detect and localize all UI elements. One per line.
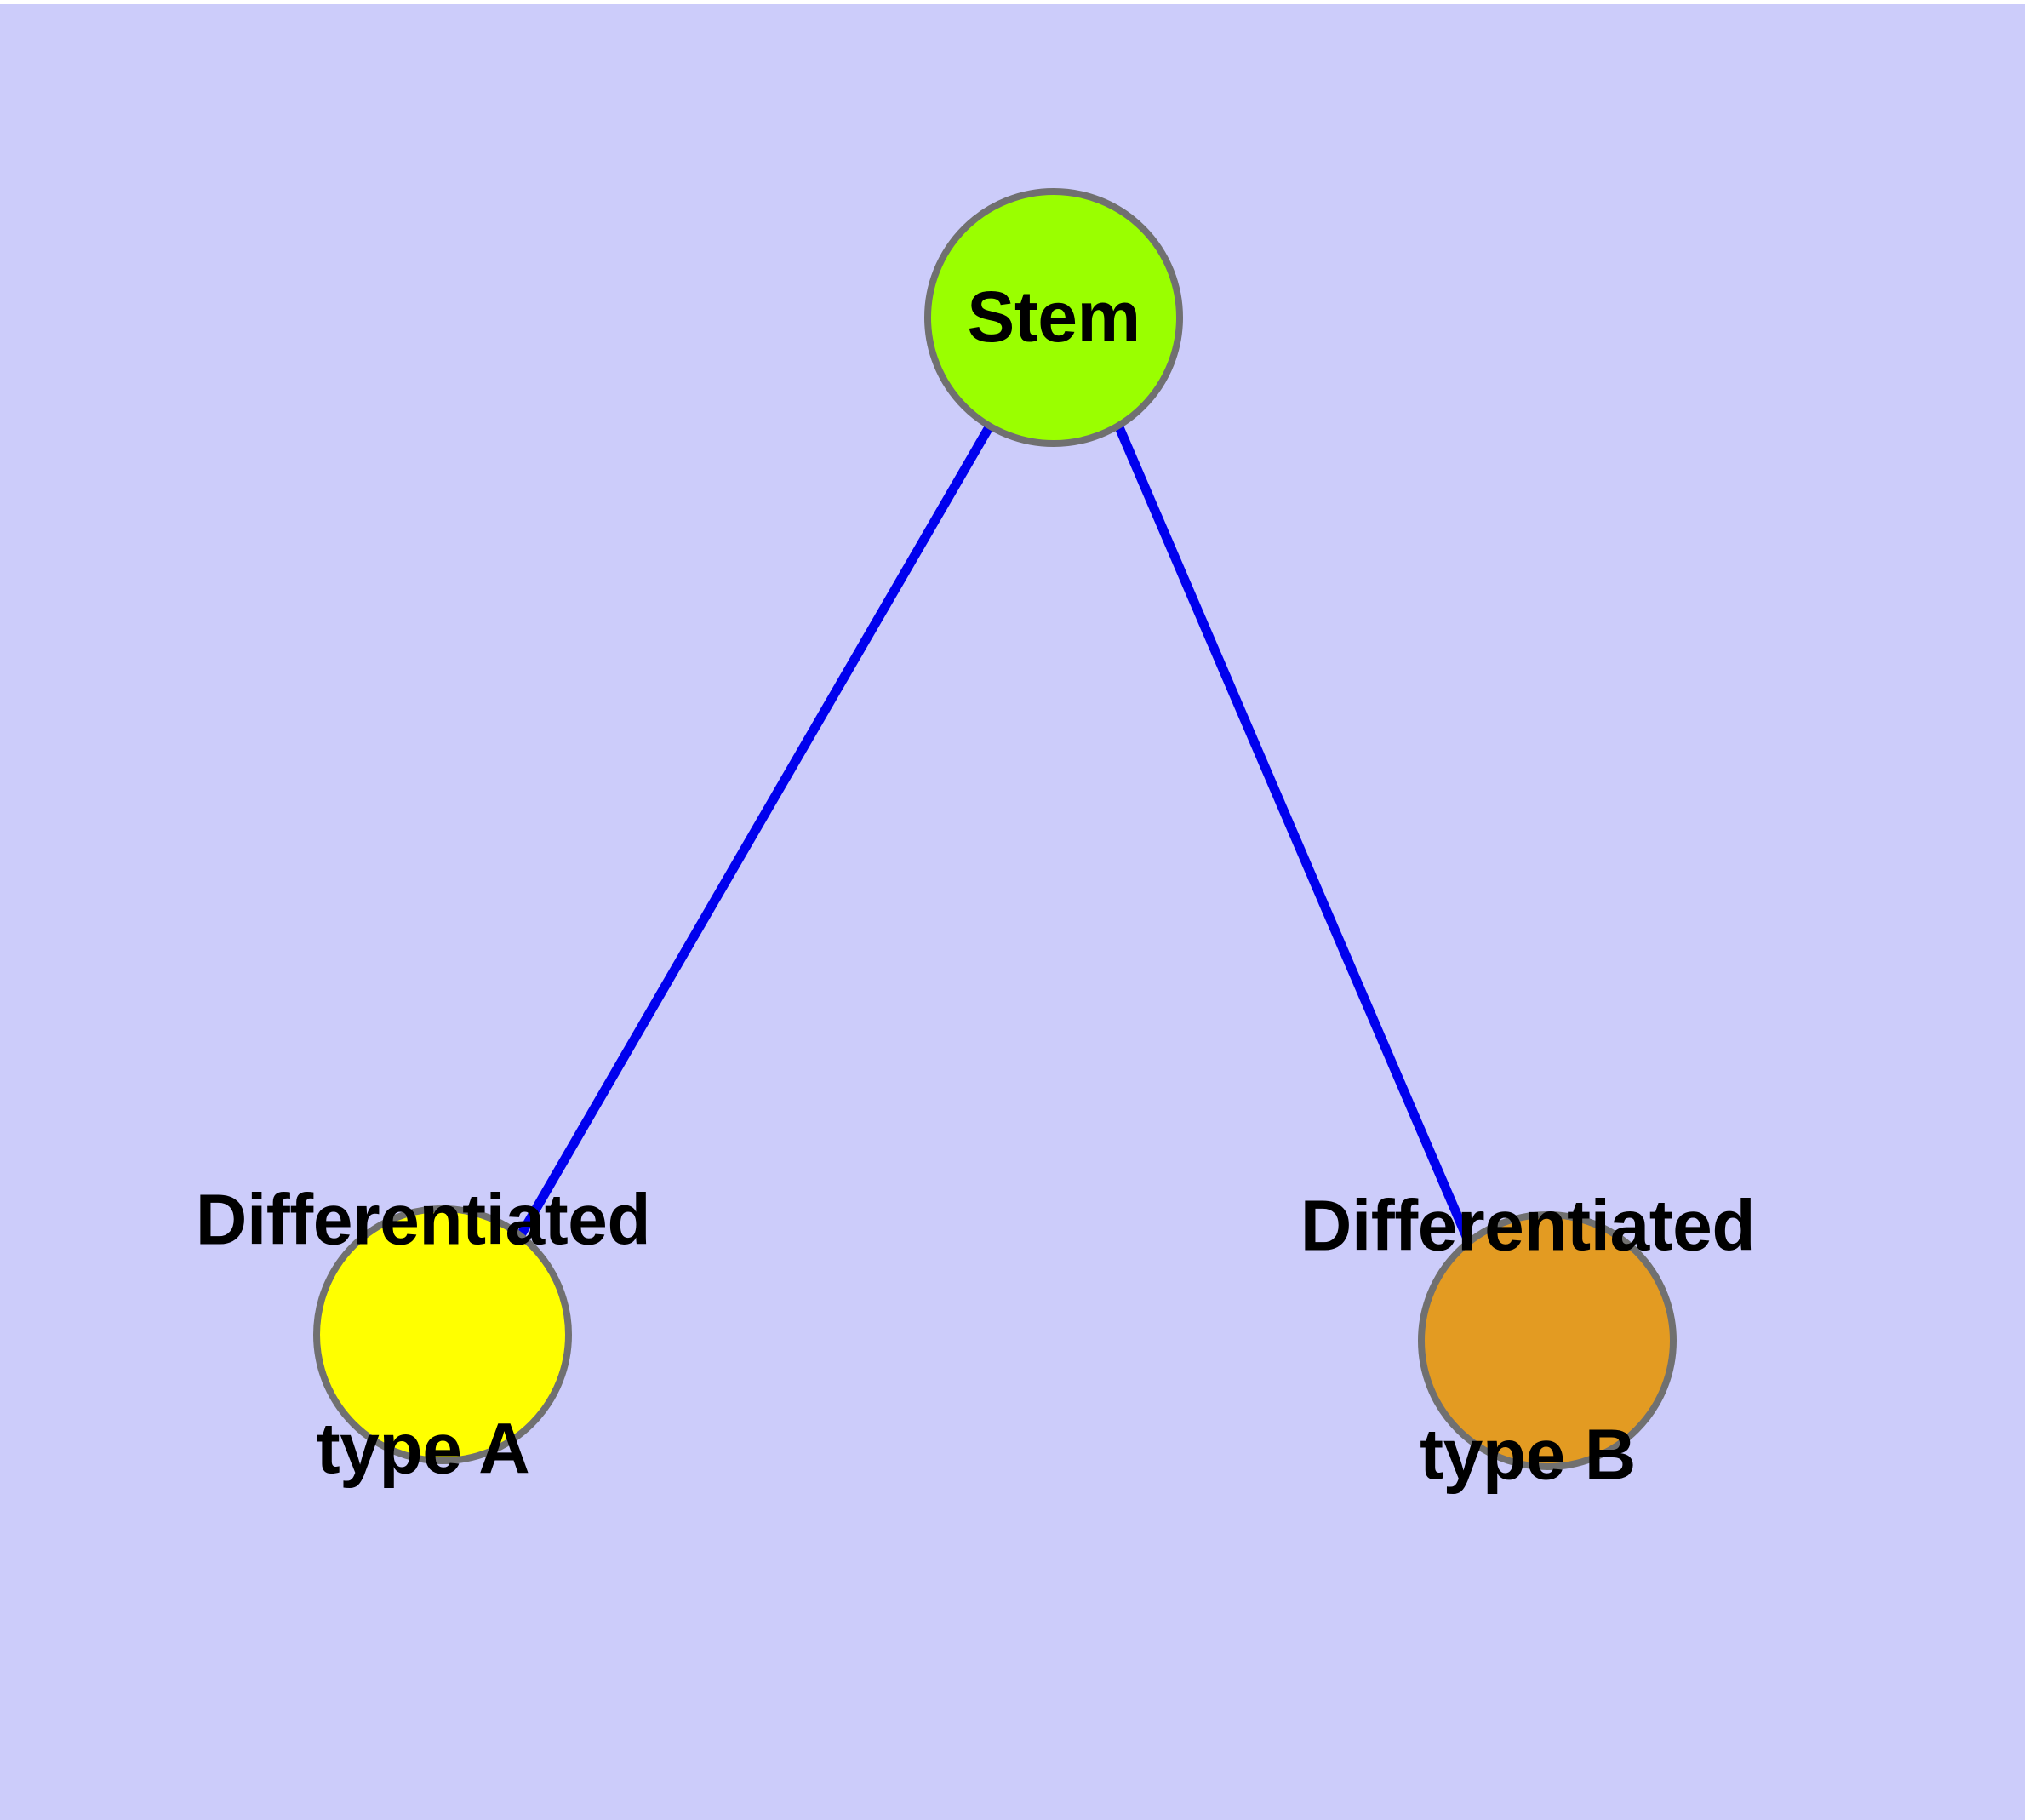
node-differentiated-type-a[interactable] — [313, 1205, 572, 1464]
node-group — [313, 188, 1677, 1470]
node-stem[interactable] — [924, 188, 1183, 447]
graph-plot-area: Stem Differentiated type A Differentiate… — [0, 4, 2025, 1820]
edge-stem-to-differentiated-type-a[interactable] — [517, 425, 993, 1236]
edge-group — [517, 425, 1472, 1241]
node-differentiated-type-b[interactable] — [1418, 1211, 1677, 1470]
graph-svg — [313, 188, 1677, 1470]
edge-stem-to-differentiated-type-b[interactable] — [1114, 425, 1472, 1241]
